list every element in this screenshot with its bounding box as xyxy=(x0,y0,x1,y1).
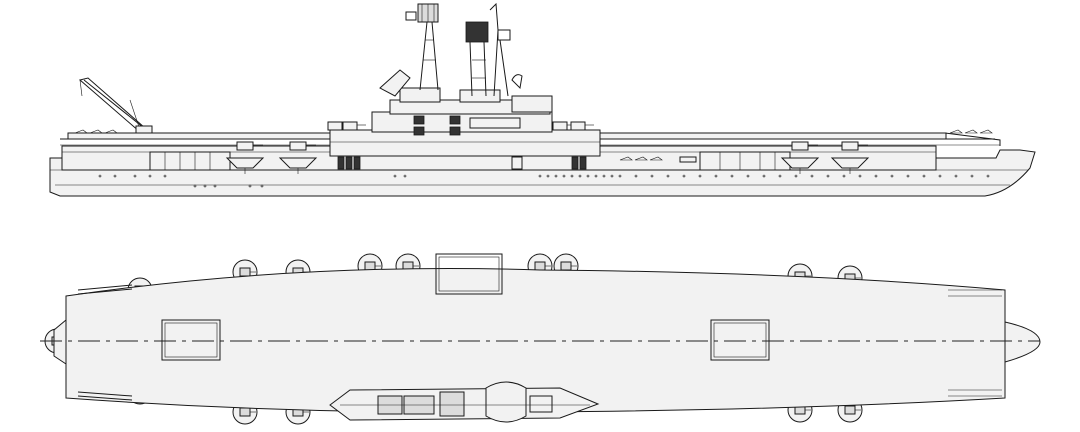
porthole xyxy=(730,174,734,178)
porthole xyxy=(650,174,654,178)
porthole xyxy=(98,174,102,178)
bow-plan xyxy=(1004,321,1041,363)
radar-dish xyxy=(511,74,523,90)
porthole xyxy=(260,184,264,188)
porthole xyxy=(554,174,558,178)
mast-fore xyxy=(405,3,439,91)
porthole xyxy=(602,174,606,178)
porthole xyxy=(403,174,407,178)
side-profile-view xyxy=(49,2,1036,197)
porthole xyxy=(578,174,582,178)
porthole xyxy=(586,174,590,178)
porthole xyxy=(618,174,622,178)
porthole xyxy=(148,174,152,178)
porthole xyxy=(746,174,750,178)
gun-mounts-side xyxy=(225,121,870,174)
porthole xyxy=(922,174,926,178)
porthole xyxy=(890,174,894,178)
elevator-fwd xyxy=(710,319,770,361)
vents xyxy=(337,156,587,170)
gun-sponson xyxy=(780,141,820,174)
porthole xyxy=(393,174,397,178)
porthole xyxy=(546,174,550,178)
porthole xyxy=(970,174,974,178)
porthole xyxy=(570,174,574,178)
porthole xyxy=(682,174,686,178)
porthole xyxy=(794,174,798,178)
portholes xyxy=(98,174,990,188)
porthole xyxy=(906,174,910,178)
porthole xyxy=(538,174,542,178)
plan-aircraft xyxy=(948,289,1002,397)
porthole xyxy=(954,174,958,178)
porthole xyxy=(698,174,702,178)
deck-aircraft xyxy=(74,129,993,161)
porthole xyxy=(163,174,167,178)
gun-sponson xyxy=(278,141,318,174)
porthole xyxy=(634,174,638,178)
porthole xyxy=(203,184,207,188)
porthole xyxy=(858,174,862,178)
plan-view xyxy=(40,253,1041,425)
porthole xyxy=(213,184,217,188)
porthole xyxy=(986,174,990,178)
porthole xyxy=(248,184,252,188)
elevator-aft xyxy=(161,319,221,361)
gun-mount xyxy=(342,121,366,131)
island xyxy=(329,69,601,170)
porthole xyxy=(938,174,942,178)
stern-plan xyxy=(53,318,67,365)
porthole xyxy=(562,174,566,178)
porthole xyxy=(826,174,830,178)
gun-mount xyxy=(570,121,594,131)
gun-sponson xyxy=(830,141,870,174)
porthole xyxy=(874,174,878,178)
porthole xyxy=(133,174,137,178)
porthole xyxy=(810,174,814,178)
porthole xyxy=(842,174,846,178)
mast-main xyxy=(465,2,511,97)
porthole xyxy=(762,174,766,178)
gun-sponson xyxy=(225,141,265,174)
island-plan xyxy=(329,381,600,423)
porthole xyxy=(714,174,718,178)
porthole xyxy=(778,174,782,178)
porthole xyxy=(594,174,598,178)
catapults xyxy=(77,284,133,401)
porthole xyxy=(113,174,117,178)
porthole xyxy=(193,184,197,188)
porthole xyxy=(666,174,670,178)
crane xyxy=(78,77,153,134)
porthole xyxy=(610,174,614,178)
elevator-deck-edge xyxy=(435,253,503,295)
